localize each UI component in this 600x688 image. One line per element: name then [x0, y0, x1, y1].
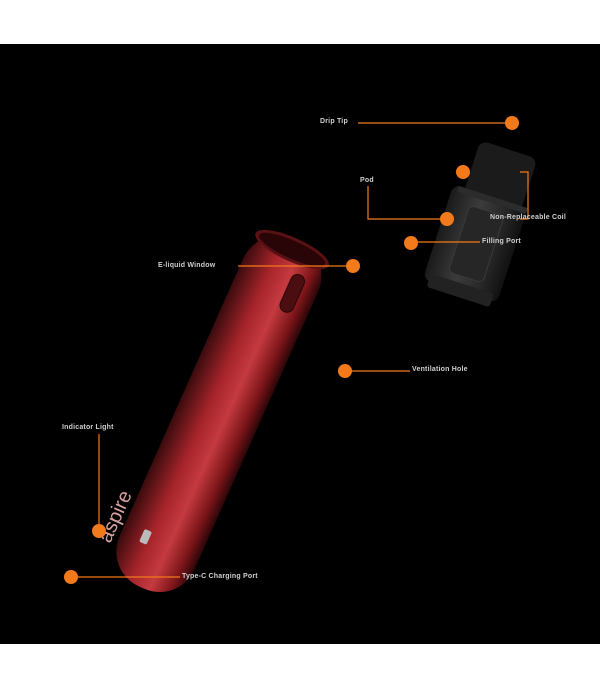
product-canvas: aspire	[0, 44, 600, 644]
label-pod: Pod	[360, 177, 374, 184]
label-drip-tip: Drip Tip	[320, 118, 348, 125]
label-coil: Non-Replaceable Coil	[490, 214, 566, 221]
callout-dots	[64, 116, 519, 584]
label-filling-port: Filling Port	[482, 238, 521, 245]
pod-cartridge	[424, 142, 536, 307]
callout-lines	[74, 122, 529, 578]
label-e-liquid-window: E-liquid Window	[158, 262, 216, 269]
label-ventilation-hole: Ventilation Hole	[412, 366, 468, 373]
product-illustration: aspire	[64, 116, 536, 593]
label-charging-port: Type-C Charging Port	[182, 573, 258, 580]
battery-body	[116, 229, 329, 593]
label-indicator-light: Indicator Light	[62, 424, 114, 431]
